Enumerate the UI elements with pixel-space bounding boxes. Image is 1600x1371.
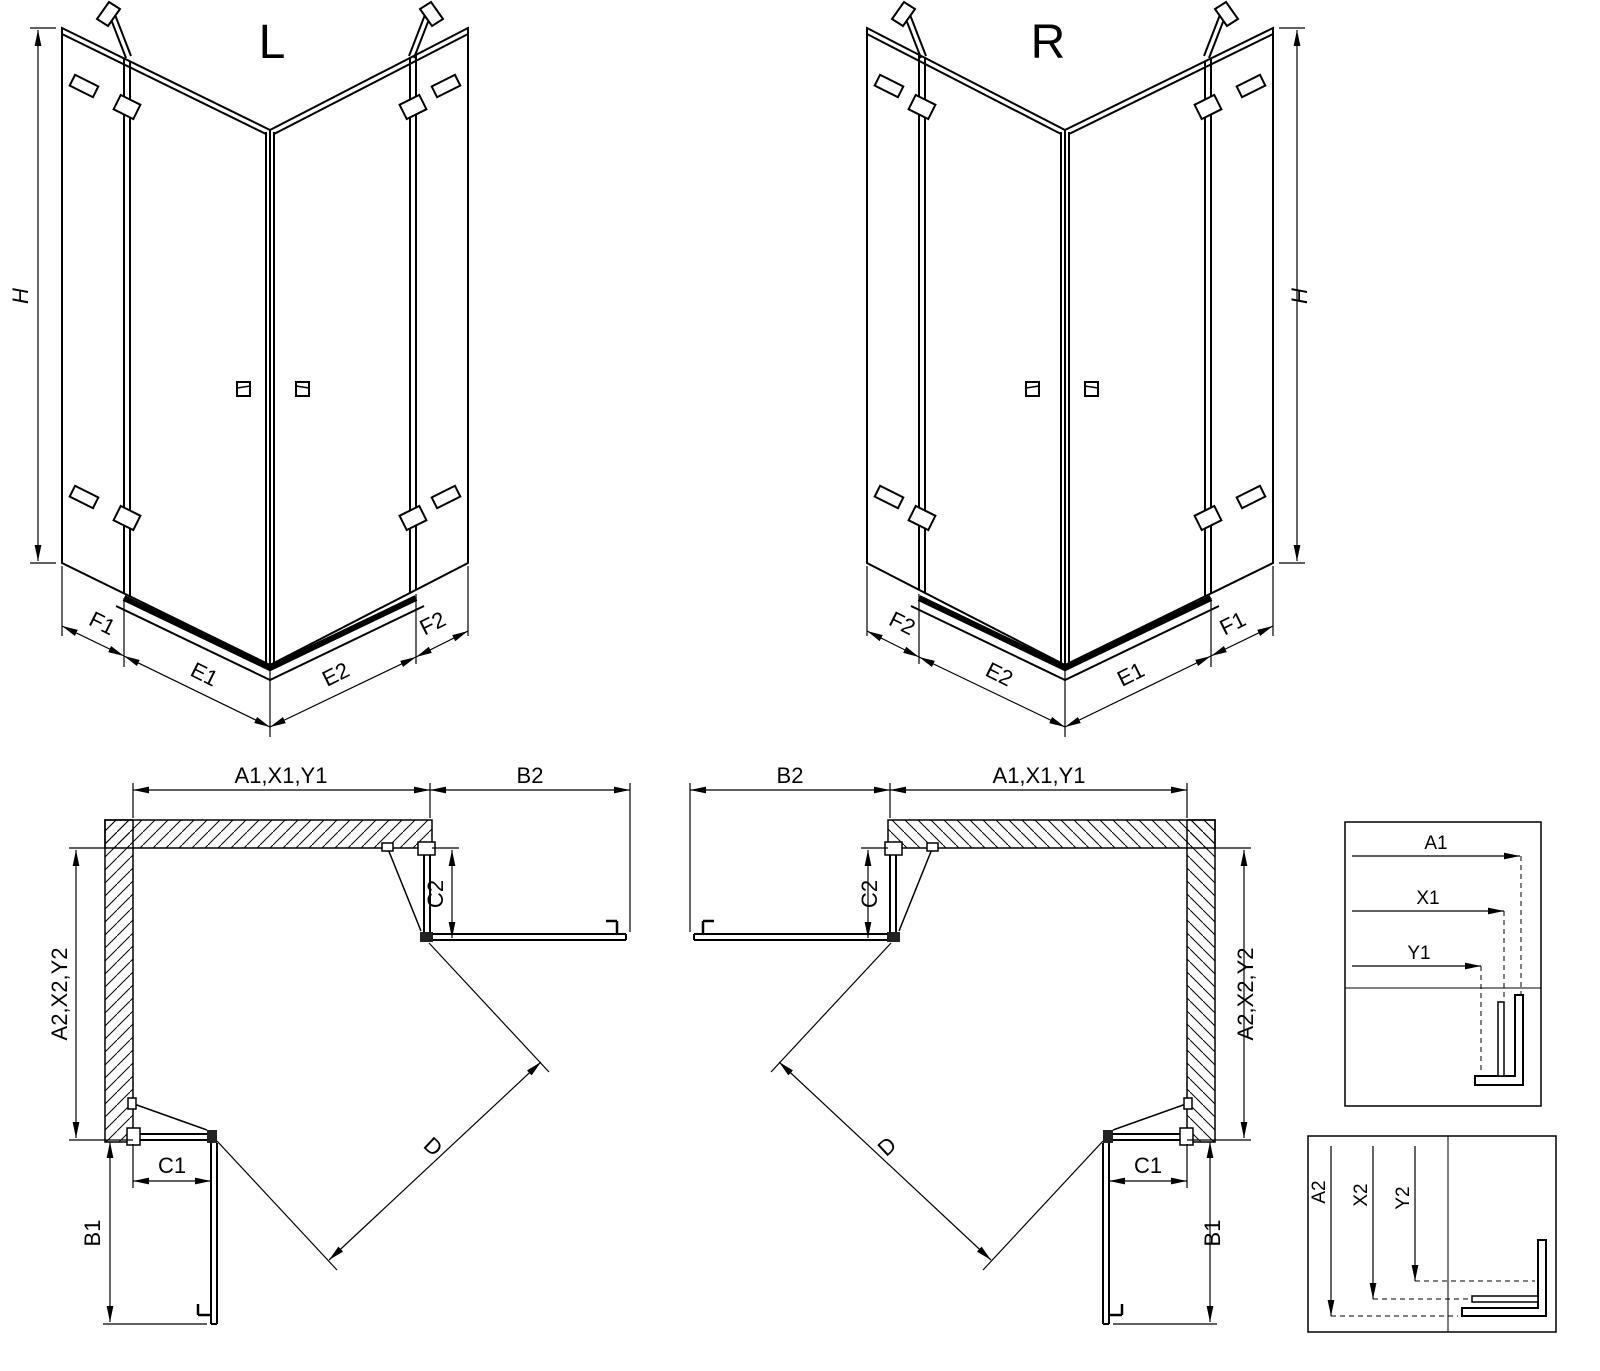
diagonal-dim-label: D — [419, 1132, 448, 1161]
door-front-dim-label: B1 — [1200, 1220, 1225, 1247]
wall-profile-section — [1474, 994, 1524, 1086]
door-glass-dim-label: E1 — [1113, 657, 1148, 691]
fixed-glass-dim-label: F1 — [85, 606, 119, 640]
door-width-dim-label: B2 — [777, 763, 804, 788]
fixed-glass-dim-label: F2 — [416, 606, 450, 640]
fixed-side-dim-label: C2 — [857, 880, 882, 908]
enclosure-plan-left — [69, 783, 630, 1324]
door-width-dim-label: B2 — [517, 763, 544, 788]
width-dim-label: A1,X1,Y1 — [993, 763, 1086, 788]
depth-dim-label: A2,X2,Y2 — [47, 948, 72, 1041]
width-dim-label: A1,X1,Y1 — [235, 763, 328, 788]
detail-box-depth-reference: A2 X2 Y2 — [1307, 1135, 1557, 1333]
enclosure-plan-right — [690, 783, 1251, 1324]
ref-label-x1: X1 — [1416, 888, 1439, 909]
variant-label-right: R — [1031, 16, 1066, 69]
fixed-front-dim-label: C1 — [1134, 1153, 1162, 1178]
glass-section — [1471, 1295, 1539, 1303]
ref-label-x2: X2 — [1351, 1183, 1372, 1206]
ref-label-a1: A1 — [1424, 833, 1447, 854]
ref-label-y2: Y2 — [1393, 1186, 1414, 1209]
fixed-side-dim-label: C2 — [423, 880, 448, 908]
perspective-view-right: R F2 E2 E1 F1 H — [867, 2, 1312, 737]
plan-view-left: A1,X1,Y1 B2 C2 A2,X2,Y2 C1 B1 D — [47, 763, 630, 1324]
variant-label-left: L — [259, 16, 286, 69]
door-glass-dim-label: E1 — [187, 657, 222, 691]
door-front-dim-label: B1 — [80, 1220, 105, 1247]
detail-box-width-reference: A1 X1 Y1 — [1344, 821, 1542, 1107]
glass-section — [1497, 1001, 1505, 1077]
fixed-glass-dim-label: F2 — [885, 606, 919, 640]
ref-label-a2: A2 — [1309, 1180, 1330, 1203]
fixed-front-dim-label: C1 — [158, 1153, 186, 1178]
height-dim-label: H — [8, 288, 33, 304]
fixed-glass-dim-label: F1 — [1216, 606, 1250, 640]
diagonal-dim-label: D — [873, 1132, 902, 1161]
height-dim-label: H — [1287, 288, 1312, 304]
door-glass-dim-label: E2 — [318, 657, 353, 691]
door-glass-dim-label: E2 — [982, 657, 1017, 691]
ref-label-y1: Y1 — [1407, 943, 1430, 964]
wall-profile-section — [1461, 1239, 1547, 1317]
perspective-view-left: L H F1 E1 E2 F2 — [8, 2, 468, 737]
depth-dim-label: A2,X2,Y2 — [1233, 948, 1258, 1041]
plan-view-right: B2 A1,X1,Y1 C2 A2,X2,Y2 C1 B1 D — [690, 763, 1258, 1324]
